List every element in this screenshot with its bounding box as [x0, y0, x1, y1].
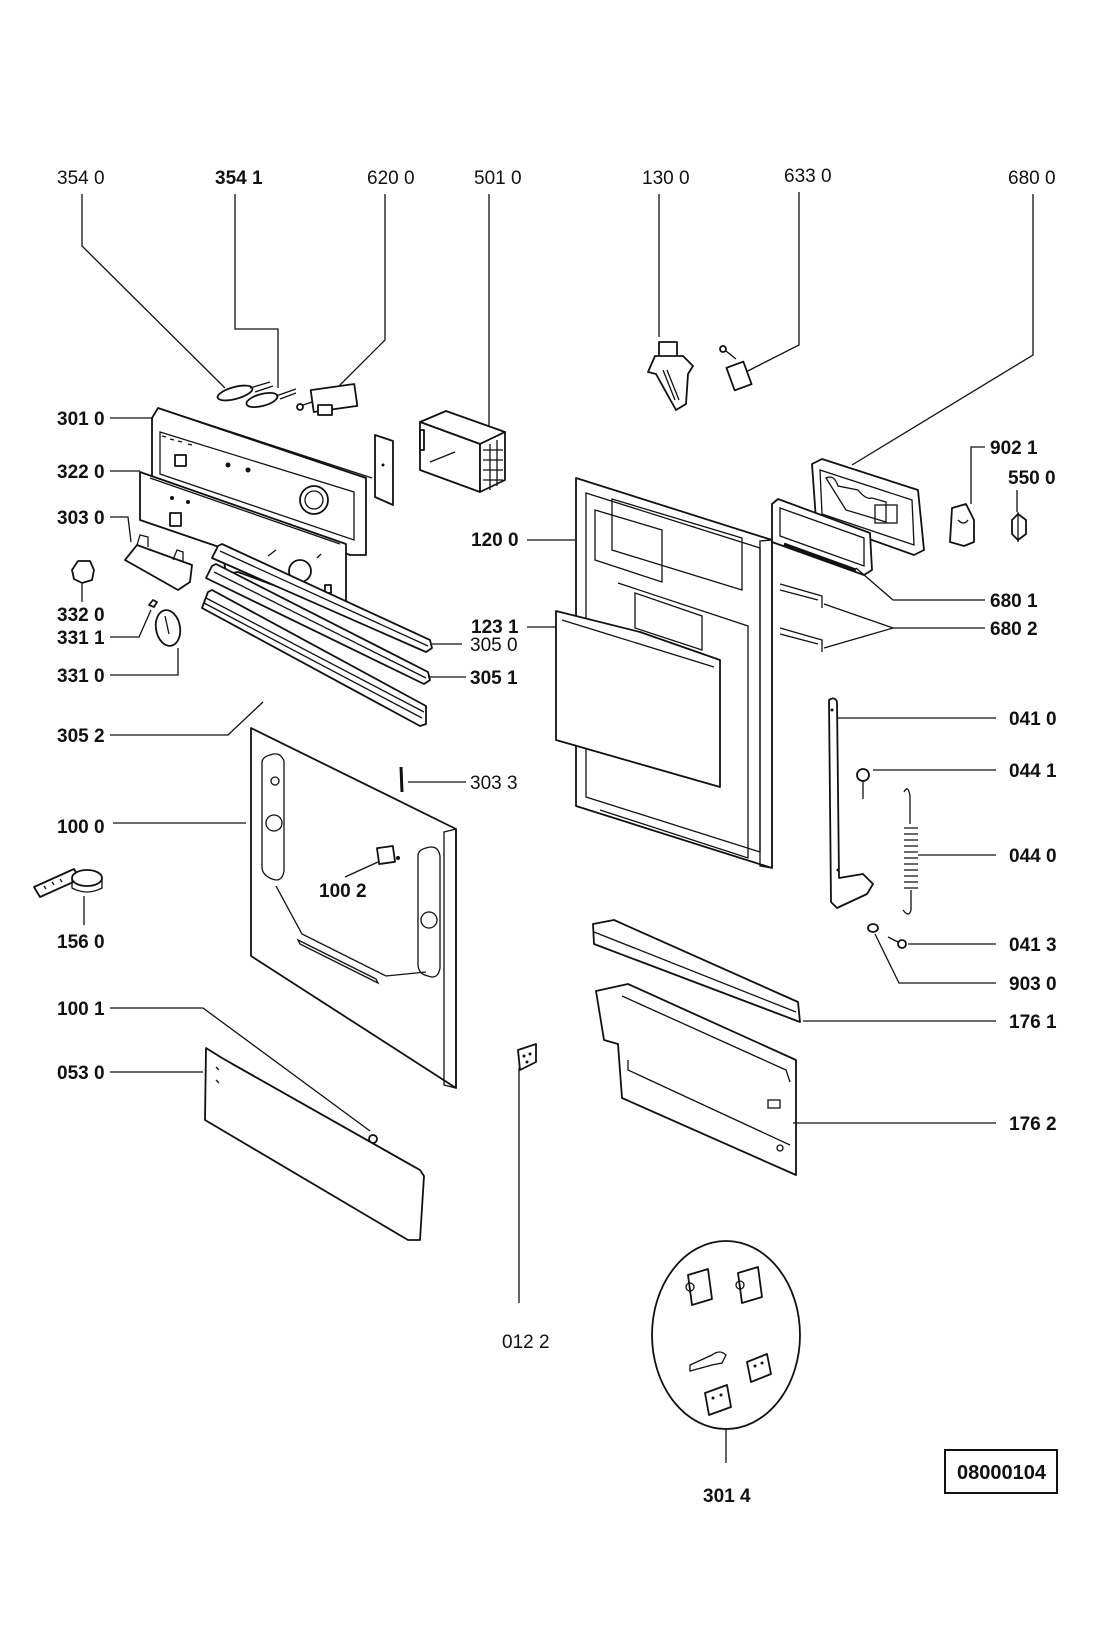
part-trim-176-1 [592, 919, 801, 1023]
part-screw-041-3 [887, 936, 907, 949]
leader-680-2b [823, 627, 894, 649]
part-kick-plate [204, 1047, 425, 1241]
label-044-0: 044 0 [1009, 846, 1057, 867]
part-knob [154, 609, 182, 647]
leader-354-1 [234, 194, 279, 388]
part-bracket-902-1 [949, 503, 975, 547]
label-305-1: 305 1 [470, 668, 518, 689]
part-thermal-sensors [216, 381, 297, 409]
part-knob-pin [148, 599, 158, 608]
leader-902-1 [970, 446, 985, 504]
label-680-2: 680 2 [990, 619, 1038, 640]
label-044-1: 044 1 [1009, 761, 1057, 782]
label-305-0: 305 0 [470, 635, 518, 656]
label-303-3: 303 3 [470, 773, 518, 794]
part-cam-044-1 [856, 768, 870, 799]
label-680-0: 680 0 [1008, 168, 1056, 189]
label-156-0: 156 0 [57, 932, 105, 953]
leader-680-0 [851, 194, 1034, 466]
label-305-2: 305 2 [57, 726, 105, 747]
label-303-0: 303 0 [57, 508, 105, 529]
part-valve-550-0 [1011, 512, 1027, 542]
part-dispenser-brackets [779, 583, 823, 652]
part-door-handle [124, 534, 193, 591]
part-dispenser-seal [771, 498, 873, 576]
part-microswitch [719, 345, 753, 392]
part-control-panel-fascia [151, 407, 394, 556]
part-outer-door-panel [250, 727, 457, 1089]
leader-331-1 [110, 609, 152, 638]
part-kit-301-4 [651, 1240, 801, 1430]
label-354-1: 354 1 [215, 168, 263, 189]
label-012-2: 012 2 [502, 1332, 550, 1353]
part-inner-door-panel [555, 610, 721, 788]
part-washer-903-0 [867, 923, 879, 933]
label-620-0: 620 0 [367, 168, 415, 189]
leader-680-2a [823, 603, 985, 629]
label-176-1: 176 1 [1009, 1012, 1057, 1033]
label-123-1: 123 1 [471, 617, 519, 638]
label-322-0: 322 0 [57, 462, 105, 483]
label-354-0: 354 0 [57, 168, 105, 189]
label-100-0: 100 0 [57, 817, 105, 838]
label-550-0: 550 0 [1008, 468, 1056, 489]
label-053-0: 053 0 [57, 1063, 105, 1084]
label-331-0: 331 0 [57, 666, 105, 687]
part-trim-strips [201, 543, 433, 727]
part-timer-box [419, 410, 506, 493]
document-id-box [944, 1449, 1058, 1494]
part-hinge-012-2 [517, 1043, 537, 1071]
leader-633-0 [731, 192, 800, 380]
part-door-latch [647, 341, 694, 411]
part-spring [902, 788, 918, 915]
part-hose-clamp [33, 868, 103, 898]
part-hinge-arm [828, 697, 874, 909]
label-100-2: 100 2 [319, 881, 367, 902]
label-680-1: 680 1 [990, 591, 1038, 612]
part-screw-303-3 [399, 766, 404, 793]
part-knob-cap [71, 560, 95, 584]
label-176-2: 176 2 [1009, 1114, 1057, 1135]
label-301-4: 301 4 [703, 1486, 751, 1507]
part-clip-100-2 [376, 845, 400, 865]
part-control-panel-front [139, 471, 347, 607]
label-501-0: 501 0 [474, 168, 522, 189]
document-id: 08000104 [957, 1462, 1047, 1484]
leader-331-0 [110, 648, 179, 676]
label-902-1: 902 1 [990, 438, 1038, 459]
label-041-0: 041 0 [1009, 709, 1057, 730]
leader-100-2 [344, 861, 379, 878]
leader-354-0 [81, 194, 226, 389]
label-903-0: 903 0 [1009, 974, 1057, 995]
part-trim-176-2 [595, 983, 797, 1176]
leader-100-1 [110, 1007, 371, 1132]
part-switch [296, 383, 359, 416]
label-331-1: 331 1 [57, 628, 105, 649]
label-120-0: 120 0 [471, 530, 519, 551]
label-130-0: 130 0 [642, 168, 690, 189]
label-633-0: 633 0 [784, 166, 832, 187]
leader-680-1 [855, 567, 985, 601]
leader-303-0 [110, 516, 132, 543]
label-332-0: 332 0 [57, 605, 105, 626]
leader-903-0 [874, 933, 996, 984]
label-301-0: 301 0 [57, 409, 105, 430]
label-100-1: 100 1 [57, 999, 105, 1020]
leader-620-0 [336, 194, 386, 389]
leader-305-2 [110, 701, 264, 736]
label-041-3: 041 3 [1009, 935, 1057, 956]
